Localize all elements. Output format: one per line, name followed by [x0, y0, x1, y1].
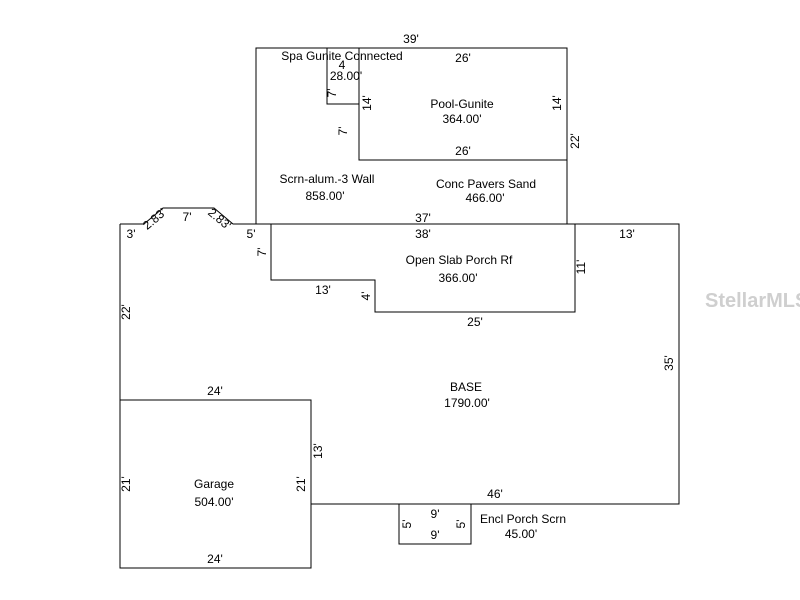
- dim-spa-width: 4: [339, 58, 346, 72]
- spa-size: 28.00': [330, 69, 362, 83]
- dim-base-right-top: 13': [619, 227, 635, 241]
- dim-pool-left: 14': [360, 95, 374, 111]
- spa-outline: [326, 47, 360, 105]
- garage-size: 504.00': [195, 495, 234, 509]
- dim-screen-right: 22': [568, 133, 582, 149]
- pavers-size: 466.00': [466, 191, 505, 205]
- dim-porch-bottom: 25': [467, 315, 483, 329]
- base-outline: [119, 207, 680, 505]
- porch-slab-size: 366.00': [439, 271, 478, 285]
- dim-encl-left: 5': [400, 520, 414, 529]
- spa-name: Spa Gunite Connected: [281, 49, 402, 63]
- encl-porch-name: Encl Porch Scrn: [480, 512, 566, 526]
- dim-garage-right: 21': [294, 476, 308, 492]
- garage-name: Garage: [194, 477, 234, 491]
- pavers-name: Conc Pavers Sand: [436, 177, 536, 191]
- dim-screen-top: 39': [403, 32, 419, 46]
- dim-base-left: 22': [119, 304, 133, 320]
- pool-name: Pool-Gunite: [430, 97, 494, 111]
- dim-encl-top: 9': [431, 507, 440, 521]
- dim-base-top-5: 5': [247, 227, 256, 241]
- dim-porch-left: 7': [255, 248, 269, 257]
- dim-porch-step-width: 13': [315, 283, 331, 297]
- dim-garage-top: 24': [207, 384, 223, 398]
- base-size: 1790.00': [444, 396, 490, 410]
- encl-porch-outline: [398, 503, 472, 545]
- watermark: StellarMLS: [705, 290, 800, 312]
- dim-encl-bottom: 9': [431, 528, 440, 542]
- dim-base-left-top: 3': [127, 227, 136, 241]
- porch-slab-name: Open Slab Porch Rf: [406, 253, 513, 267]
- dim-pool-right: 14': [550, 95, 564, 111]
- screen-enclosure-outline: [255, 47, 568, 225]
- dim-screen-bottom: 37': [415, 211, 431, 225]
- dim-garage-bottom: 24': [207, 552, 223, 566]
- dim-bay-left-diagonal: 2.83': [140, 205, 169, 232]
- garage-outline: [119, 399, 312, 569]
- dim-porch-top: 38': [415, 227, 431, 241]
- screen-name: Scrn-alum.-3 Wall: [280, 172, 375, 186]
- encl-porch-size: 45.00': [505, 527, 537, 541]
- dim-garage-right-13: 13': [311, 443, 325, 459]
- dim-screen-left-7: 7': [336, 127, 350, 136]
- dim-porch-right: 11': [574, 260, 588, 275]
- screen-size: 858.00': [306, 189, 345, 203]
- pool-size: 364.00': [443, 112, 482, 126]
- dim-base-right: 35': [662, 355, 676, 371]
- dim-bay-top: 7': [183, 210, 192, 224]
- dim-encl-right: 5': [454, 520, 468, 529]
- dim-pool-bottom: 26': [455, 144, 471, 158]
- base-name: BASE: [450, 380, 482, 394]
- dim-pool-top: 26': [455, 51, 471, 65]
- dim-base-bottom: 46': [487, 487, 503, 501]
- dim-porch-step-height: 4': [359, 292, 373, 301]
- dim-bay-right-diagonal: 2.83': [205, 205, 234, 232]
- dim-spa-height: 7': [325, 89, 339, 98]
- dim-garage-left: 21': [119, 476, 133, 492]
